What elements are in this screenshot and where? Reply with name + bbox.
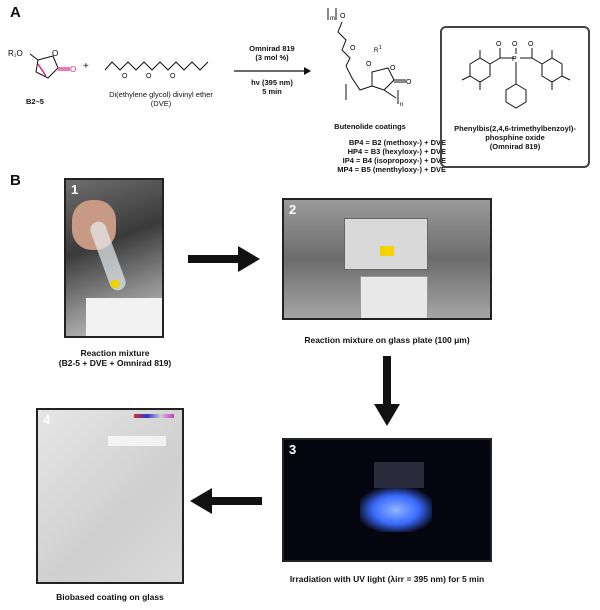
r1o-label: R₁O — [8, 49, 23, 58]
svg-text:O: O — [170, 73, 176, 80]
svg-text:m: m — [330, 16, 335, 22]
reaction-arrow — [234, 67, 311, 75]
svg-text:O: O — [528, 41, 534, 48]
condition-initiator: Omnirad 819 — [249, 44, 295, 53]
product-label: Butenolide coatings — [334, 122, 406, 131]
uv-glow — [360, 488, 432, 532]
product-item: IP4 = B4 (isopropoxy-) + DVE — [342, 156, 446, 165]
photo-uv-irradiation: 3 — [282, 438, 492, 562]
butenolide-structure: R₁O O O — [8, 49, 76, 79]
paper-sheet — [86, 298, 162, 336]
device-shape — [344, 218, 428, 270]
photo-coated-glass: 4 — [36, 408, 184, 584]
panel-a-letter: A — [10, 4, 21, 21]
omnirad-structure: O P O O — [461, 41, 571, 109]
caption-step1-line1: Reaction mixture — [80, 348, 150, 358]
product-list: BP4 = B2 (methoxy-) + DVE HP4 = B3 (hexy… — [306, 138, 446, 174]
product-item: BP4 = B2 (methoxy-) + DVE — [348, 138, 446, 147]
photo-number: 1 — [71, 182, 79, 197]
photo-number: 4 — [43, 412, 51, 427]
color-strip — [134, 414, 174, 418]
arrow-down — [374, 356, 400, 426]
photoinitiator-box: O P O O Phenylbis(2,4,6-trimethylbenzoyl… — [440, 26, 590, 168]
glass-plate — [360, 276, 428, 318]
caption-step3: Irradiation with UV light (λirr = 395 nm… — [289, 574, 485, 584]
photo-reaction-mixture: 1 — [64, 178, 164, 338]
label-sticker — [380, 246, 394, 256]
dve-fullname: Di(ethylene glycol) divinyl ether — [109, 90, 213, 99]
panel-b-letter: B — [10, 172, 21, 189]
caption-step2: Reaction mixture on glass plate (100 μm) — [304, 335, 470, 345]
svg-text:O: O — [146, 73, 152, 80]
svg-text:O: O — [52, 49, 58, 58]
dve-structure: O O O — [104, 61, 209, 80]
caption-step1-line2: (B2-5 + DVE + Omnirad 819) — [58, 358, 172, 368]
svg-text:P: P — [512, 56, 517, 63]
arrow-right — [188, 246, 260, 272]
dve-name: Di(ethylene glycol) divinyl ether (DVE) — [96, 90, 226, 108]
omnirad-name-line2: phosphine oxide — [485, 133, 545, 142]
svg-text:O: O — [122, 73, 128, 80]
condition-light: hν (395 nm) — [251, 78, 293, 87]
svg-text:O: O — [366, 61, 372, 68]
omnirad-name-line1: Phenylbis(2,4,6-trimethylbenzoyl)- — [454, 124, 576, 133]
condition-loading: (3 mol %) — [255, 53, 289, 62]
svg-text:O: O — [340, 13, 346, 20]
caption-step1: Reaction mixture (B2-5 + DVE + Omnirad 8… — [40, 348, 190, 368]
condition-time: 5 min — [262, 87, 282, 96]
reaction-conditions-bottom: hν (395 nm) 5 min — [232, 78, 312, 96]
yellow-drop — [110, 280, 120, 288]
reactant1-label: B2–5 — [26, 97, 44, 106]
product-item: MP4 = B5 (menthyloxy-) + DVE — [337, 165, 446, 174]
svg-text:O: O — [390, 65, 396, 72]
arrow-left — [190, 488, 262, 514]
glare — [108, 436, 166, 446]
photo-number: 2 — [289, 202, 297, 217]
uv-lamp — [374, 462, 424, 488]
photo-number: 3 — [289, 442, 297, 457]
svg-text:R: R — [374, 48, 379, 54]
svg-text:O: O — [496, 41, 502, 48]
caption-step4: Biobased coating on glass — [56, 592, 164, 602]
dve-abbr: (DVE) — [150, 99, 172, 108]
reaction-conditions-top: Omnirad 819 (3 mol %) — [232, 44, 312, 62]
omnirad-name: Phenylbis(2,4,6-trimethylbenzoyl)- phosp… — [444, 124, 586, 151]
svg-text:O: O — [70, 65, 76, 74]
photo-glass-plate: 2 — [282, 198, 492, 320]
svg-text:n: n — [400, 102, 403, 108]
svg-text:O: O — [350, 45, 356, 52]
svg-text:O: O — [512, 41, 518, 48]
plus-sign: + — [83, 61, 89, 72]
svg-text:1: 1 — [379, 45, 382, 51]
product-item: HP4 = B3 (hexyloxy-) + DVE — [347, 147, 446, 156]
omnirad-name-line3: (Omnirad 819) — [489, 142, 541, 151]
svg-text:O: O — [406, 79, 412, 86]
